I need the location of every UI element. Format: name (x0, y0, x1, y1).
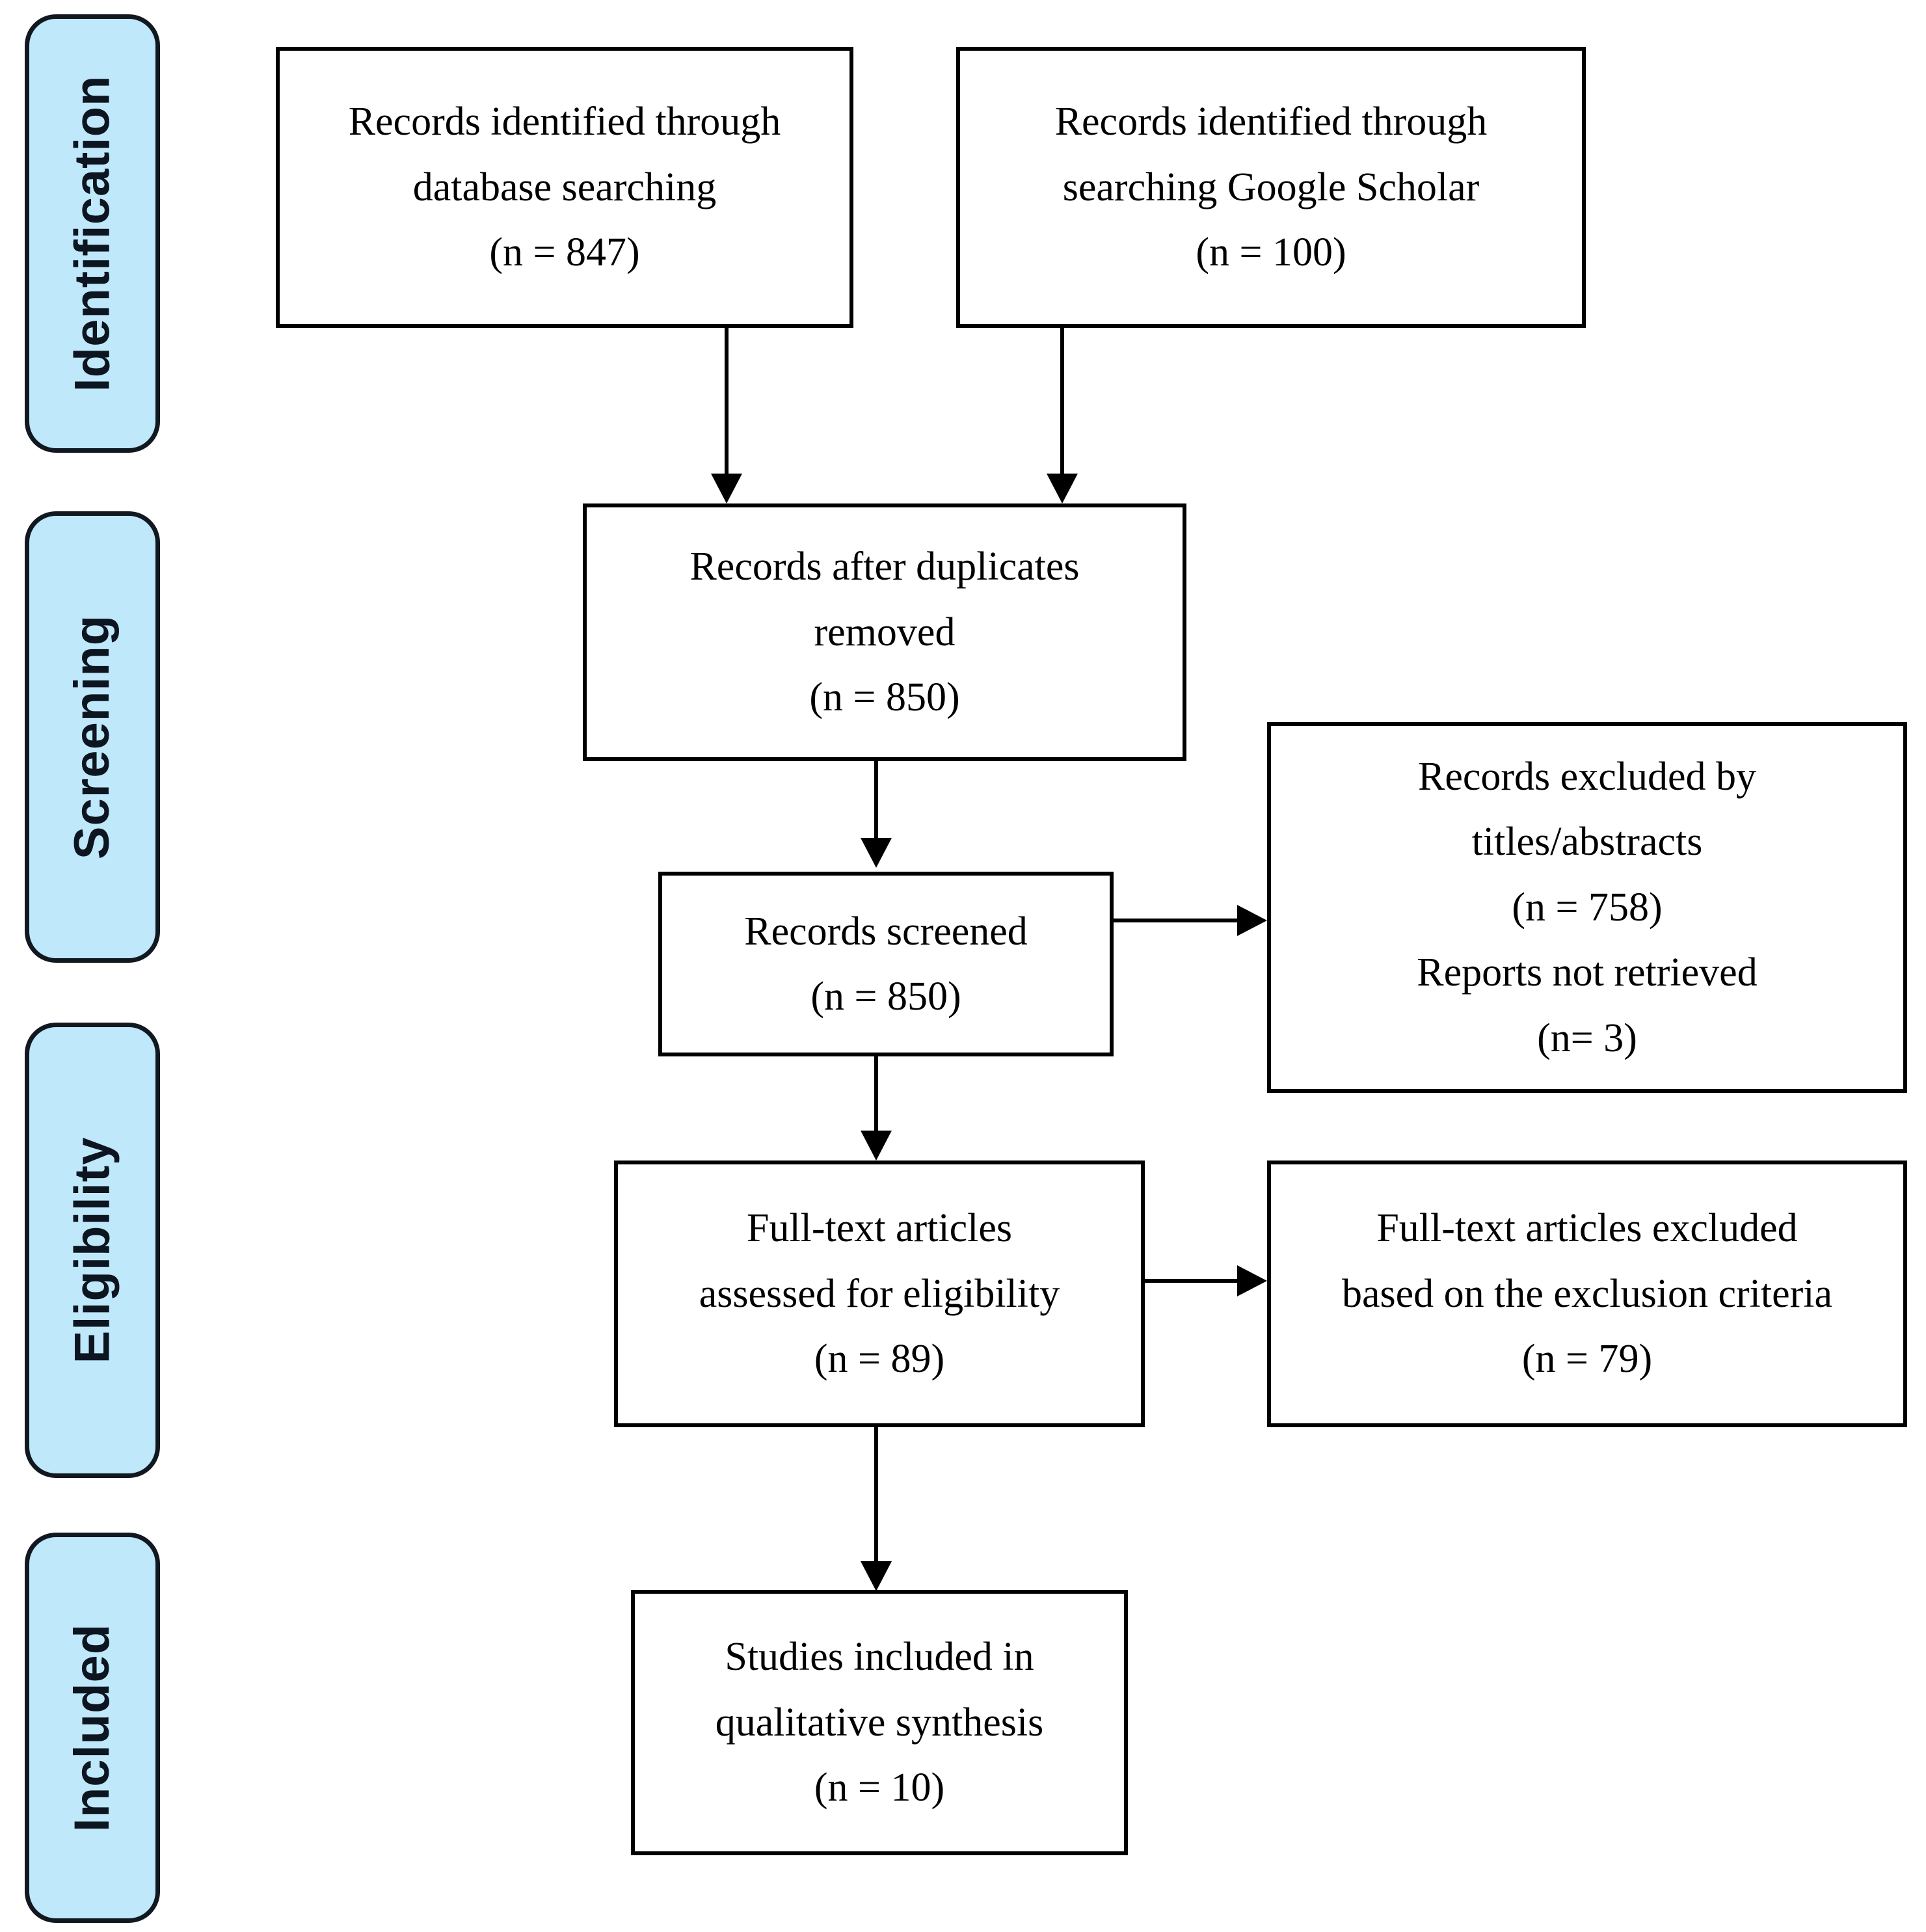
database-search-line1: Records identified through (348, 100, 781, 144)
node-database-search: Records identified through database sear… (276, 47, 853, 328)
records-excluded-line2: titles/abstracts (1471, 820, 1703, 865)
stage-eligibility: Eligibility (25, 1023, 160, 1478)
connector-fulltext-to-included (874, 1427, 878, 1564)
connector-scholar-to-duplicates (1060, 328, 1064, 476)
node-studies-included: Studies included in qualitative synthesi… (631, 1590, 1128, 1855)
fulltext-excluded-line1: Full-text articles excluded (1376, 1206, 1798, 1251)
stage-label-identification: Identification (64, 75, 120, 392)
database-search-count: (n = 847) (489, 230, 640, 275)
connector-duplicates-to-screened (874, 761, 878, 840)
fulltext-excluded-line2: based on the exclusion criteria (1341, 1271, 1833, 1316)
records-not-retrieved-line: Reports not retrieved (1417, 950, 1758, 995)
database-search-line2: database searching (412, 165, 717, 209)
stage-label-included: Included (64, 1623, 120, 1832)
connector-screened-to-excluded (1114, 919, 1241, 922)
fulltext-assessed-line1: Full-text articles (746, 1206, 1013, 1251)
node-records-screened: Records screened (n = 850) (658, 872, 1114, 1056)
duplicates-removed-line1: Records after duplicates (689, 544, 1080, 589)
google-scholar-count: (n = 100) (1196, 230, 1346, 275)
stage-identification: Identification (25, 14, 160, 453)
connector-database-to-duplicates (725, 328, 729, 476)
stage-included: Included (25, 1533, 160, 1923)
arrowhead-screened-to-excluded (1237, 905, 1267, 936)
connector-fulltext-to-excluded (1145, 1279, 1241, 1283)
records-excluded-count: (n = 758) (1512, 885, 1663, 930)
studies-included-line2: qualitative synthesis (715, 1700, 1044, 1745)
records-screened-line1: Records screened (744, 909, 1028, 954)
records-excluded-line1: Records excluded by (1418, 754, 1756, 799)
studies-included-line1: Studies included in (725, 1635, 1034, 1680)
records-not-retrieved-count: (n= 3) (1537, 1015, 1637, 1060)
records-screened-count: (n = 850) (810, 974, 961, 1019)
fulltext-assessed-line2: assessed for eligibility (699, 1271, 1060, 1316)
node-google-scholar: Records identified through searching Goo… (956, 47, 1586, 328)
fulltext-assessed-count: (n = 89) (814, 1337, 945, 1382)
connector-screened-to-fulltext (874, 1056, 878, 1133)
stage-label-screening: Screening (64, 614, 120, 860)
stage-label-eligibility: Eligibility (64, 1136, 120, 1364)
studies-included-count: (n = 10) (814, 1765, 945, 1810)
duplicates-removed-line2: removed (814, 610, 956, 654)
google-scholar-line2: searching Google Scholar (1062, 165, 1480, 209)
stage-screening: Screening (25, 511, 160, 963)
node-fulltext-excluded: Full-text articles excluded based on the… (1267, 1161, 1907, 1427)
fulltext-excluded-count: (n = 79) (1521, 1337, 1653, 1382)
google-scholar-line1: Records identified through (1054, 100, 1488, 144)
arrowhead-fulltext-to-included (861, 1561, 892, 1591)
node-records-excluded: Records excluded by titles/abstracts (n … (1267, 722, 1907, 1093)
duplicates-removed-count: (n = 850) (809, 675, 960, 720)
arrowhead-scholar-to-duplicates (1047, 474, 1078, 503)
arrowhead-database-to-duplicates (711, 474, 742, 503)
node-duplicates-removed: Records after duplicates removed (n = 85… (583, 503, 1186, 761)
node-fulltext-assessed: Full-text articles assessed for eligibil… (614, 1161, 1145, 1427)
arrowhead-fulltext-to-excluded (1237, 1265, 1267, 1296)
arrowhead-duplicates-to-screened (861, 838, 892, 868)
arrowhead-screened-to-fulltext (861, 1131, 892, 1161)
